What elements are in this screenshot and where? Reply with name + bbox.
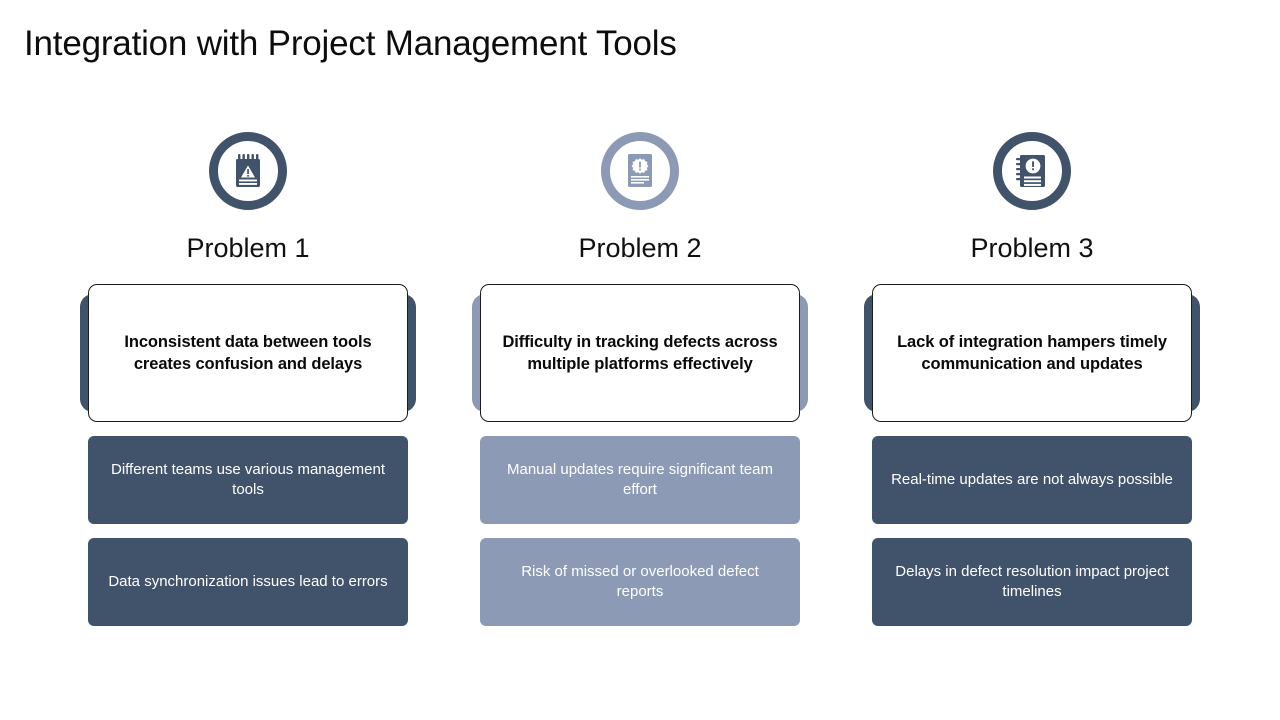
problem-2-label: Problem 2 xyxy=(578,233,702,263)
problem-3-point-2[interactable]: Delays in defect resolution impact proje… xyxy=(872,538,1192,626)
problem-column-2: Problem 2 Difficulty in tracking defects… xyxy=(472,132,808,626)
problem-1-point-2-text: Data synchronization issues lead to erro… xyxy=(108,573,388,590)
problem-1-card[interactable]: Inconsistent data between tools creates … xyxy=(80,284,416,422)
problem-3-label: Problem 3 xyxy=(970,233,1094,263)
problem-3-card[interactable]: Lack of integration hampers timely commu… xyxy=(864,284,1200,422)
problem-1-point-2[interactable]: Data synchronization issues lead to erro… xyxy=(88,538,408,626)
problem-2-point-2[interactable]: Risk of missed or overlooked defect repo… xyxy=(480,538,800,626)
problem-3-point-1-text: Real-time updates are not always possibl… xyxy=(891,471,1173,488)
problem-3-point-1[interactable]: Real-time updates are not always possibl… xyxy=(872,436,1192,524)
problem-2-point-2-text: Risk of missed or overlooked defect repo… xyxy=(521,563,759,600)
problem-2-icon-ring xyxy=(601,132,679,210)
notepad-warning-icon xyxy=(233,154,263,188)
problem-2-headline: Difficulty in tracking defects across mu… xyxy=(502,333,778,373)
problem-columns: Problem 1 Inconsistent data between tool… xyxy=(0,132,1280,626)
problem-1-label: Problem 1 xyxy=(186,233,310,263)
problem-1-icon-ring xyxy=(209,132,287,210)
problem-2-card[interactable]: Difficulty in tracking defects across mu… xyxy=(472,284,808,422)
notebook-exclamation-icon xyxy=(1016,154,1048,188)
problem-3-icon-ring xyxy=(993,132,1071,210)
page-title: Integration with Project Management Tool… xyxy=(24,24,677,63)
problem-column-1: Problem 1 Inconsistent data between tool… xyxy=(80,132,416,626)
problem-2-point-1[interactable]: Manual updates require significant team … xyxy=(480,436,800,524)
problem-2-point-1-text: Manual updates require significant team … xyxy=(507,461,773,498)
problem-1-point-1[interactable]: Different teams use various management t… xyxy=(88,436,408,524)
problem-3-headline: Lack of integration hampers timely commu… xyxy=(897,333,1167,373)
document-alert-badge-icon xyxy=(626,154,654,188)
problem-1-point-1-text: Different teams use various management t… xyxy=(110,461,386,498)
problem-3-point-2-text: Delays in defect resolution impact proje… xyxy=(895,563,1169,600)
problem-1-headline: Inconsistent data between tools creates … xyxy=(124,333,372,373)
problem-column-3: Problem 3 Lack of integration hampers ti… xyxy=(864,132,1200,626)
